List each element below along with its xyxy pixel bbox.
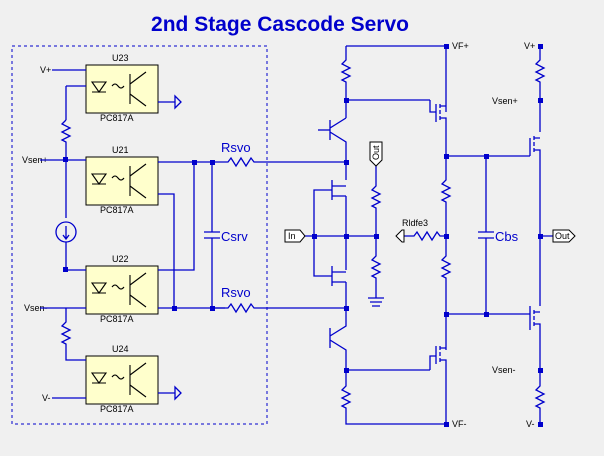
label-cbs: Cbs: [495, 229, 519, 244]
opto-u22-part: PC817A: [100, 314, 134, 324]
opto-internals: [90, 71, 147, 398]
servo-boundary: [11, 45, 268, 425]
svg-text:In: In: [288, 231, 296, 241]
opto-u22: U22 PC817A: [85, 254, 159, 324]
output-stage: [404, 46, 562, 424]
port-rldfe-arrow: [395, 229, 405, 243]
junction-dots: [63, 44, 543, 427]
port-out-right: Out: [552, 229, 576, 243]
left-wiring: [40, 69, 225, 401]
label-vf-minus: VF-: [452, 419, 467, 429]
port-out-vertical: Out: [369, 141, 383, 167]
svg-text:Out: Out: [555, 231, 570, 241]
rsvo-resistors: [212, 156, 346, 314]
label-rsvo-bottom: Rsvo: [221, 285, 251, 300]
label-vf-plus: VF+: [452, 41, 469, 51]
opto-u24: U24 PC817A: [85, 344, 159, 414]
opto-u24-part: PC817A: [100, 404, 134, 414]
label-vsen-minus-right: Vsen-: [492, 365, 516, 375]
port-in: In: [284, 229, 306, 243]
label-v-plus-right: V+: [524, 41, 535, 51]
opto-u21: U21 PC817A: [85, 145, 159, 215]
opto-u21-part: PC817A: [100, 205, 134, 215]
svg-text:Out: Out: [371, 145, 381, 160]
diagram-title: 2nd Stage Cascode Servo: [151, 13, 409, 36]
label-vsen-plus-left: Vsen+: [22, 155, 48, 165]
label-v-minus-right: V-: [526, 419, 535, 429]
label-vsen-plus-right: Vsen+: [492, 96, 518, 106]
label-rsvo-top: Rsvo: [221, 140, 251, 155]
opto-u22-ref: U22: [112, 254, 129, 264]
opto-u24-ref: U24: [112, 344, 129, 354]
opto-u23-part: PC817A: [100, 113, 134, 123]
label-vsen-minus-left: Vsen-: [24, 303, 48, 313]
opto-u21-ref: U21: [112, 145, 129, 155]
label-rldfe: Rldfe3: [402, 218, 428, 228]
opto-u23-ref: U23: [112, 53, 129, 63]
label-v-minus-left: V-: [42, 393, 51, 403]
cascode-core: [304, 45, 446, 425]
opto-u23: U23 PC817A: [85, 53, 159, 123]
label-csrv: Csrv: [221, 229, 248, 244]
label-v-plus-left: V+: [40, 65, 51, 75]
